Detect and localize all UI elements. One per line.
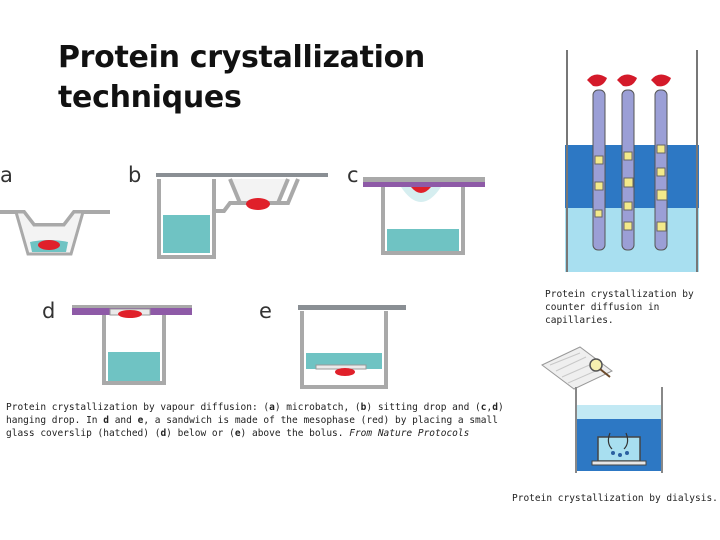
panel-label-c: c xyxy=(347,163,359,187)
diagram-capillaries xyxy=(565,50,699,272)
diagram-sandwich-above xyxy=(298,305,406,389)
caption-dialysis: Protein crystallization by dialysis. xyxy=(512,493,718,504)
diagram-dialysis xyxy=(541,346,663,473)
diagram-sandwich-below xyxy=(72,305,192,385)
diagram-hanging-drop xyxy=(363,177,485,255)
diagram-microbatch xyxy=(0,210,110,256)
caption-capillaries: Protein crystallization by counter diffu… xyxy=(545,289,694,326)
page-title: Protein crystallization techniques xyxy=(58,38,425,118)
panel-label-a: a xyxy=(0,163,13,187)
diagram-sitting-drop xyxy=(156,173,328,259)
caption-vapour-diffusion: Protein crystallization by vapour diffus… xyxy=(6,402,504,439)
panel-label-d: d xyxy=(42,299,56,323)
title-line-2: techniques xyxy=(58,80,242,115)
title-line-1: Protein crystallization xyxy=(58,40,425,75)
panel-label-e: e xyxy=(259,299,272,323)
panel-label-b: b xyxy=(128,163,142,187)
